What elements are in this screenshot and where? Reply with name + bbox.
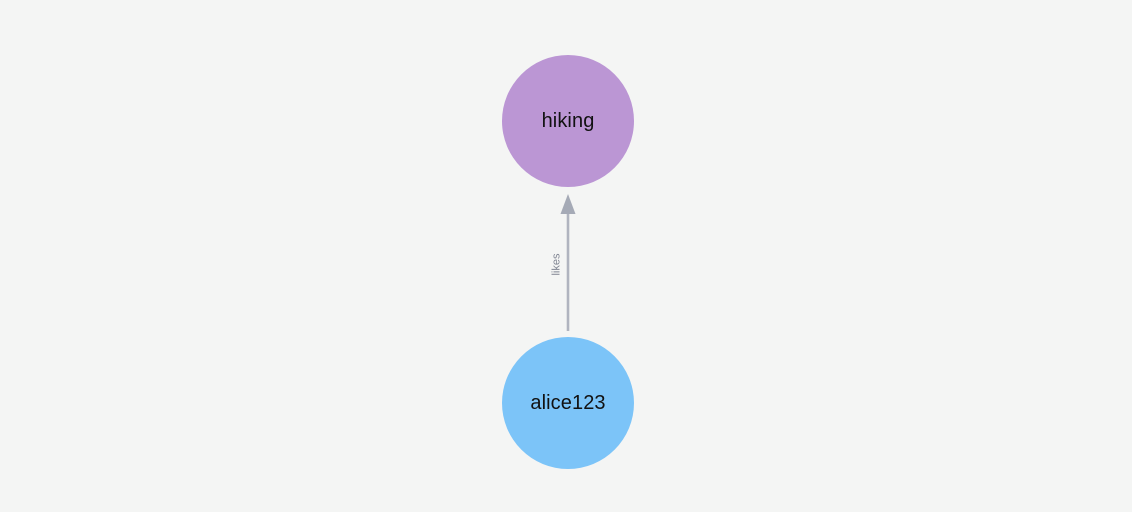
edge-label-likes: likes	[550, 253, 563, 276]
node-label-hiking: hiking	[541, 110, 595, 132]
arrow-head-up-icon	[560, 194, 576, 214]
graph-node-alice123[interactable]: alice123	[502, 337, 634, 469]
node-label-alice123: alice123	[530, 392, 606, 414]
graph-node-hiking[interactable]: hiking	[502, 55, 634, 187]
edge-alice123-likes-hiking[interactable]	[560, 194, 576, 331]
